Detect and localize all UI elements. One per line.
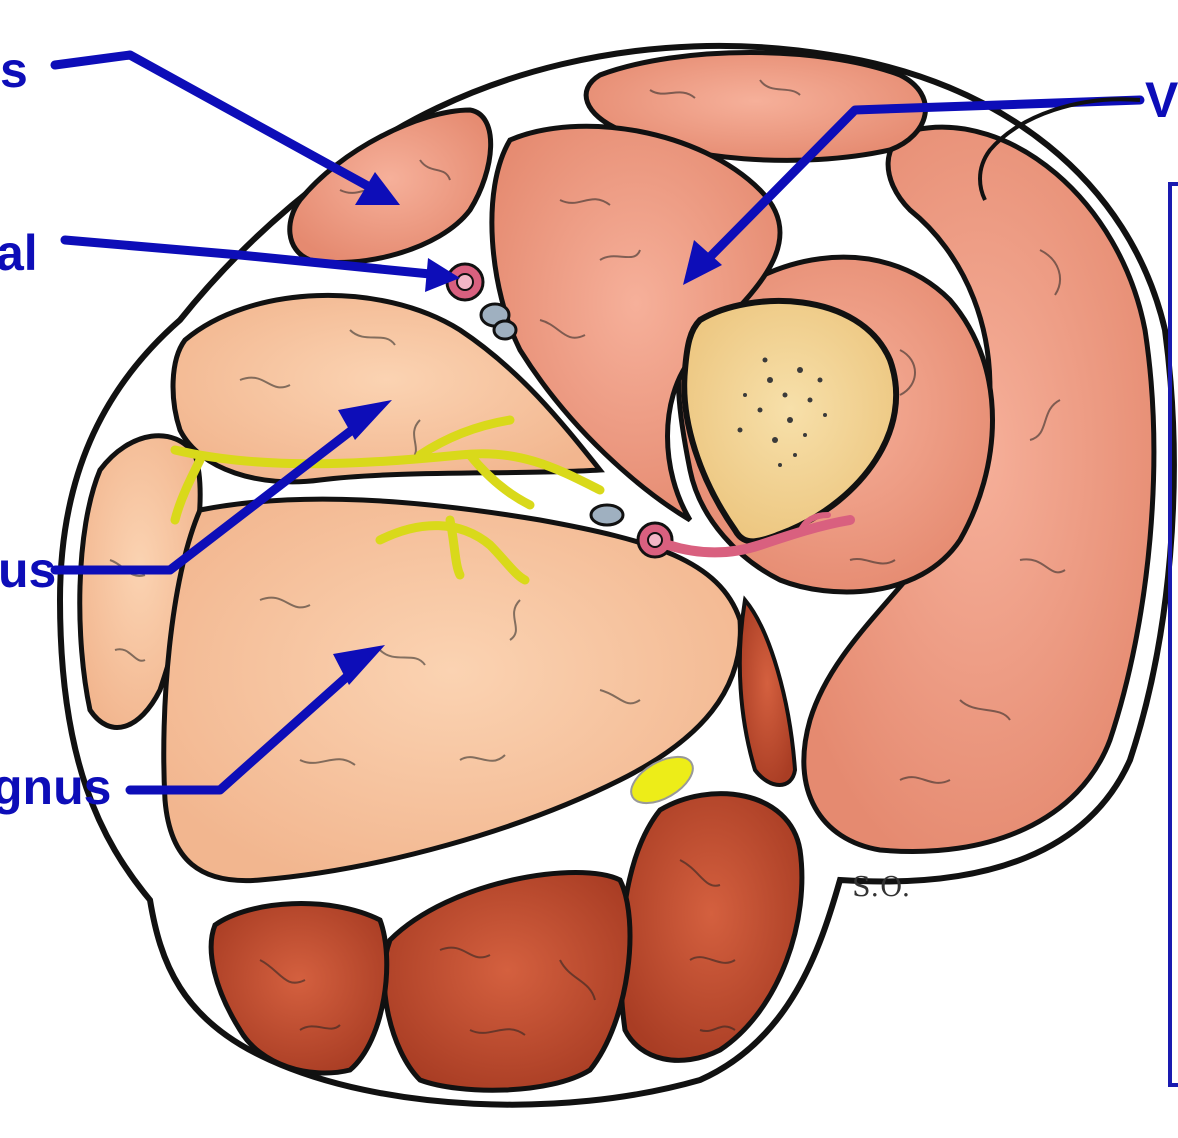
label-vastus: V bbox=[1145, 75, 1178, 125]
artist-initials: S.O. bbox=[852, 872, 911, 903]
label-femoral: al bbox=[0, 228, 38, 278]
semimembranosus-muscle bbox=[211, 904, 387, 1073]
label-sartorius: s bbox=[0, 45, 28, 95]
side-panel-border bbox=[1168, 182, 1178, 1087]
label-adductor-magnus: gnus bbox=[0, 762, 111, 812]
label-adductor-longus: us bbox=[0, 545, 56, 595]
